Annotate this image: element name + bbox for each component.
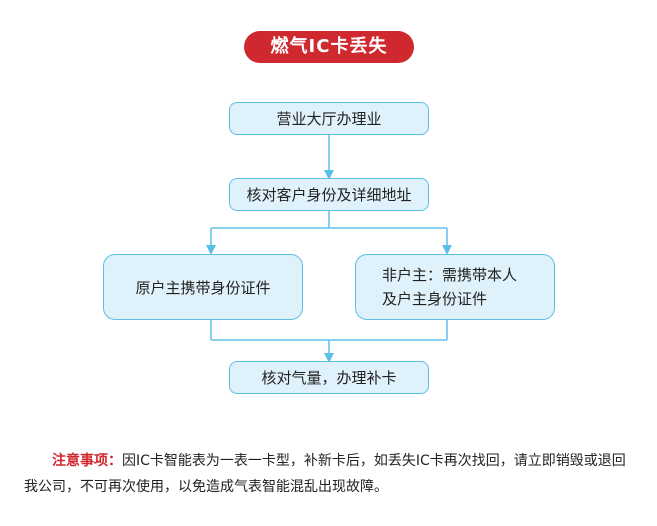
step-business-hall-label: 营业大厅办理业 (276, 110, 382, 128)
step-verify-identity-label: 核对客户身份及详细地址 (246, 186, 412, 204)
notice-text: 因IC卡智能表为一表一卡型，补新卡后，如丢失IC卡再次找回，请立即销毁或退回我公… (24, 453, 626, 495)
branch-non-owner-line1: 非户主：需携带本人 (382, 266, 518, 284)
step-business-hall: 营业大厅办理业 (229, 102, 429, 135)
branch-non-owner: 非户主：需携带本人 及户主身份证件 (355, 254, 555, 320)
step-reissue-card: 核对气量，办理补卡 (229, 361, 429, 394)
notice-label: 注意事项： (52, 453, 122, 469)
branch-non-owner-line2: 及户主身份证件 (382, 290, 488, 308)
branch-original-owner-label: 原户主携带身份证件 (135, 278, 271, 297)
step-verify-identity: 核对客户身份及详细地址 (229, 178, 429, 211)
branch-original-owner: 原户主携带身份证件 (103, 254, 303, 320)
notice-paragraph: 注意事项：因IC卡智能表为一表一卡型，补新卡后，如丢失IC卡再次找回，请立即销毁… (24, 448, 636, 500)
step-reissue-card-label: 核对气量，办理补卡 (261, 369, 397, 387)
diagram-title: 燃气IC卡丢失 (244, 31, 414, 63)
